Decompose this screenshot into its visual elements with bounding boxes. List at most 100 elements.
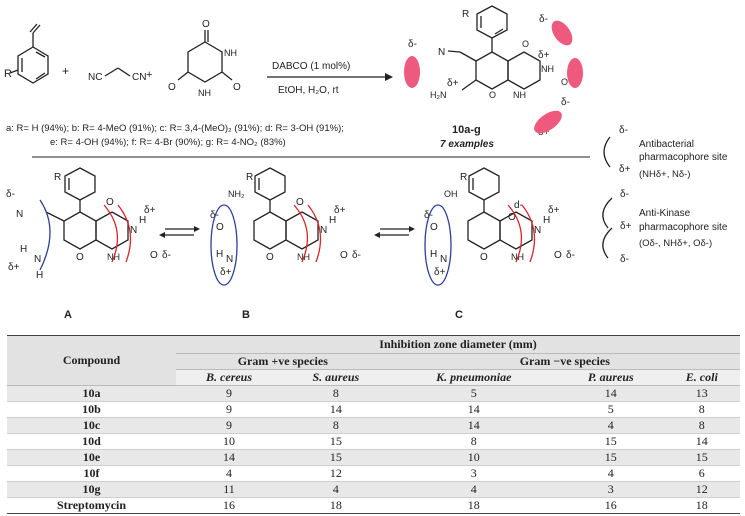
svg-text:O: O (150, 250, 158, 261)
reaction-arrow: DABCO (1 mol%) EtOH, H₂O, rt (267, 61, 393, 96)
svg-text:O: O (340, 250, 348, 261)
legend-antibacterial: δ- δ+ Antibacterial pharmacophore site (… (603, 125, 728, 180)
tautomer-c-structure: R OH O δ- H N δ+ O d- O N H δ+ NH O δ- C (424, 167, 575, 321)
svg-text:O: O (216, 222, 224, 233)
svg-text:δ-: δ- (566, 250, 575, 261)
compound-column-header: Compound (7, 335, 176, 386)
species-header: E. coli (663, 369, 740, 386)
product-label: 10a-g (452, 124, 481, 136)
value-cell: 5 (557, 401, 664, 418)
inhibition-zone-table: Compound Inhibition zone diameter (mm) G… (7, 335, 740, 514)
svg-text:H: H (430, 249, 437, 260)
tautomer-a-structure: R N δ- H N H δ+ O O N H δ+ NH O δ- A (6, 167, 171, 321)
value-cell: 16 (176, 497, 283, 514)
conditions-label: EtOH, H₂O, rt (278, 85, 339, 96)
gram-negative-header: Gram −ve species (389, 353, 740, 370)
inhibition-table-container: Compound Inhibition zone diameter (mm) G… (7, 335, 740, 514)
svg-text:δ-: δ- (408, 39, 417, 50)
svg-text:δ+: δ+ (619, 164, 631, 175)
tautomer-b-structure: R NH₂ O δ- H N δ+ O O N H δ+ NH O δ- B (210, 167, 361, 321)
value-cell: 8 (389, 433, 558, 450)
svg-text:d-: d- (514, 200, 523, 211)
barbituric-acid-structure: O O O NH NH (168, 19, 241, 98)
value-cell: 14 (663, 433, 740, 450)
value-cell: 4 (389, 481, 558, 498)
svg-text:δ-: δ- (561, 97, 570, 108)
svg-text:NH: NH (513, 90, 526, 100)
value-cell: 3 (557, 481, 664, 498)
examples-label: 7 examples (440, 139, 494, 150)
pharmacophore-lobe (534, 110, 562, 134)
value-cell: 8 (663, 417, 740, 434)
svg-text:O: O (508, 212, 516, 223)
svg-text:NH: NH (541, 64, 554, 74)
compound-cell: 10f (7, 465, 176, 482)
reaction-scheme: R + NC CN + O O O NH NH DABCO (1 mol%) E… (4, 5, 728, 321)
svg-text:H: H (216, 249, 223, 260)
compound-cell: 10g (7, 481, 176, 498)
svg-text:O: O (202, 19, 210, 30)
value-cell: 9 (176, 401, 283, 418)
svg-text:δ+: δ+ (220, 267, 232, 278)
svg-text:δ-: δ- (210, 210, 219, 221)
svg-text:O: O (168, 82, 176, 93)
value-cell: 8 (282, 385, 390, 402)
value-cell: 14 (282, 401, 390, 418)
svg-text:pharmacophore site: pharmacophore site (639, 152, 728, 163)
product-structure: R N H₂N O O NH NH O δ- δ+ δ- δ+ δ- δ+ 10… (404, 5, 583, 150)
compound-cell: 10d (7, 433, 176, 450)
svg-text:O: O (489, 90, 496, 100)
svg-text:OH: OH (444, 189, 458, 199)
value-cell: 3 (389, 465, 558, 482)
equilibrium-arrow-2 (374, 226, 415, 238)
svg-text:δ+: δ+ (434, 267, 446, 278)
species-header: P. aureus (557, 369, 664, 386)
svg-text:δ+: δ+ (548, 205, 560, 216)
value-cell: 18 (389, 497, 558, 514)
value-cell: 4 (282, 481, 390, 498)
svg-text:N: N (130, 225, 137, 236)
value-cell: 11 (176, 481, 283, 498)
value-cell: 15 (282, 433, 390, 450)
svg-text:δ+: δ+ (447, 78, 459, 89)
value-cell: 13 (663, 385, 740, 402)
svg-text:δ+: δ+ (620, 221, 632, 232)
pharmacophore-lobe (404, 56, 420, 88)
svg-text:Anti-Kinase: Anti-Kinase (639, 208, 691, 219)
value-cell: 8 (282, 417, 390, 434)
pharmacophore-lobe (551, 20, 573, 46)
svg-text:O: O (522, 39, 529, 49)
svg-text:H: H (543, 215, 550, 226)
svg-text:R: R (460, 172, 467, 183)
svg-text:O: O (296, 197, 304, 208)
table-title: Inhibition zone diameter (mm) (176, 335, 740, 354)
svg-text:H: H (329, 215, 336, 226)
value-cell: 14 (176, 449, 283, 466)
species-header: S. aureus (282, 369, 390, 386)
svg-text:δ+: δ+ (144, 205, 156, 216)
yields-line-2: e: R= 4-OH (94%); f: R= 4-Br (90%); g: R… (50, 137, 286, 148)
svg-text:δ-: δ- (6, 189, 15, 200)
svg-text:O: O (430, 222, 438, 233)
svg-text:R: R (54, 172, 61, 183)
svg-text:R: R (462, 9, 469, 20)
plus-sign-1: + (62, 64, 69, 78)
value-cell: 15 (557, 433, 664, 450)
value-cell: 15 (663, 449, 740, 466)
value-cell: 18 (282, 497, 390, 514)
value-cell: 16 (557, 497, 664, 514)
catalyst-label: DABCO (1 mol%) (272, 61, 350, 72)
value-cell: 8 (663, 401, 740, 418)
svg-text:O: O (554, 250, 562, 261)
value-cell: 9 (176, 417, 283, 434)
value-cell: 10 (176, 433, 283, 450)
value-cell: 5 (389, 385, 558, 402)
svg-text:N: N (534, 225, 541, 236)
svg-text:δ+: δ+ (334, 205, 346, 216)
benzaldehyde-structure: R (4, 23, 49, 84)
svg-text:N: N (34, 254, 41, 265)
